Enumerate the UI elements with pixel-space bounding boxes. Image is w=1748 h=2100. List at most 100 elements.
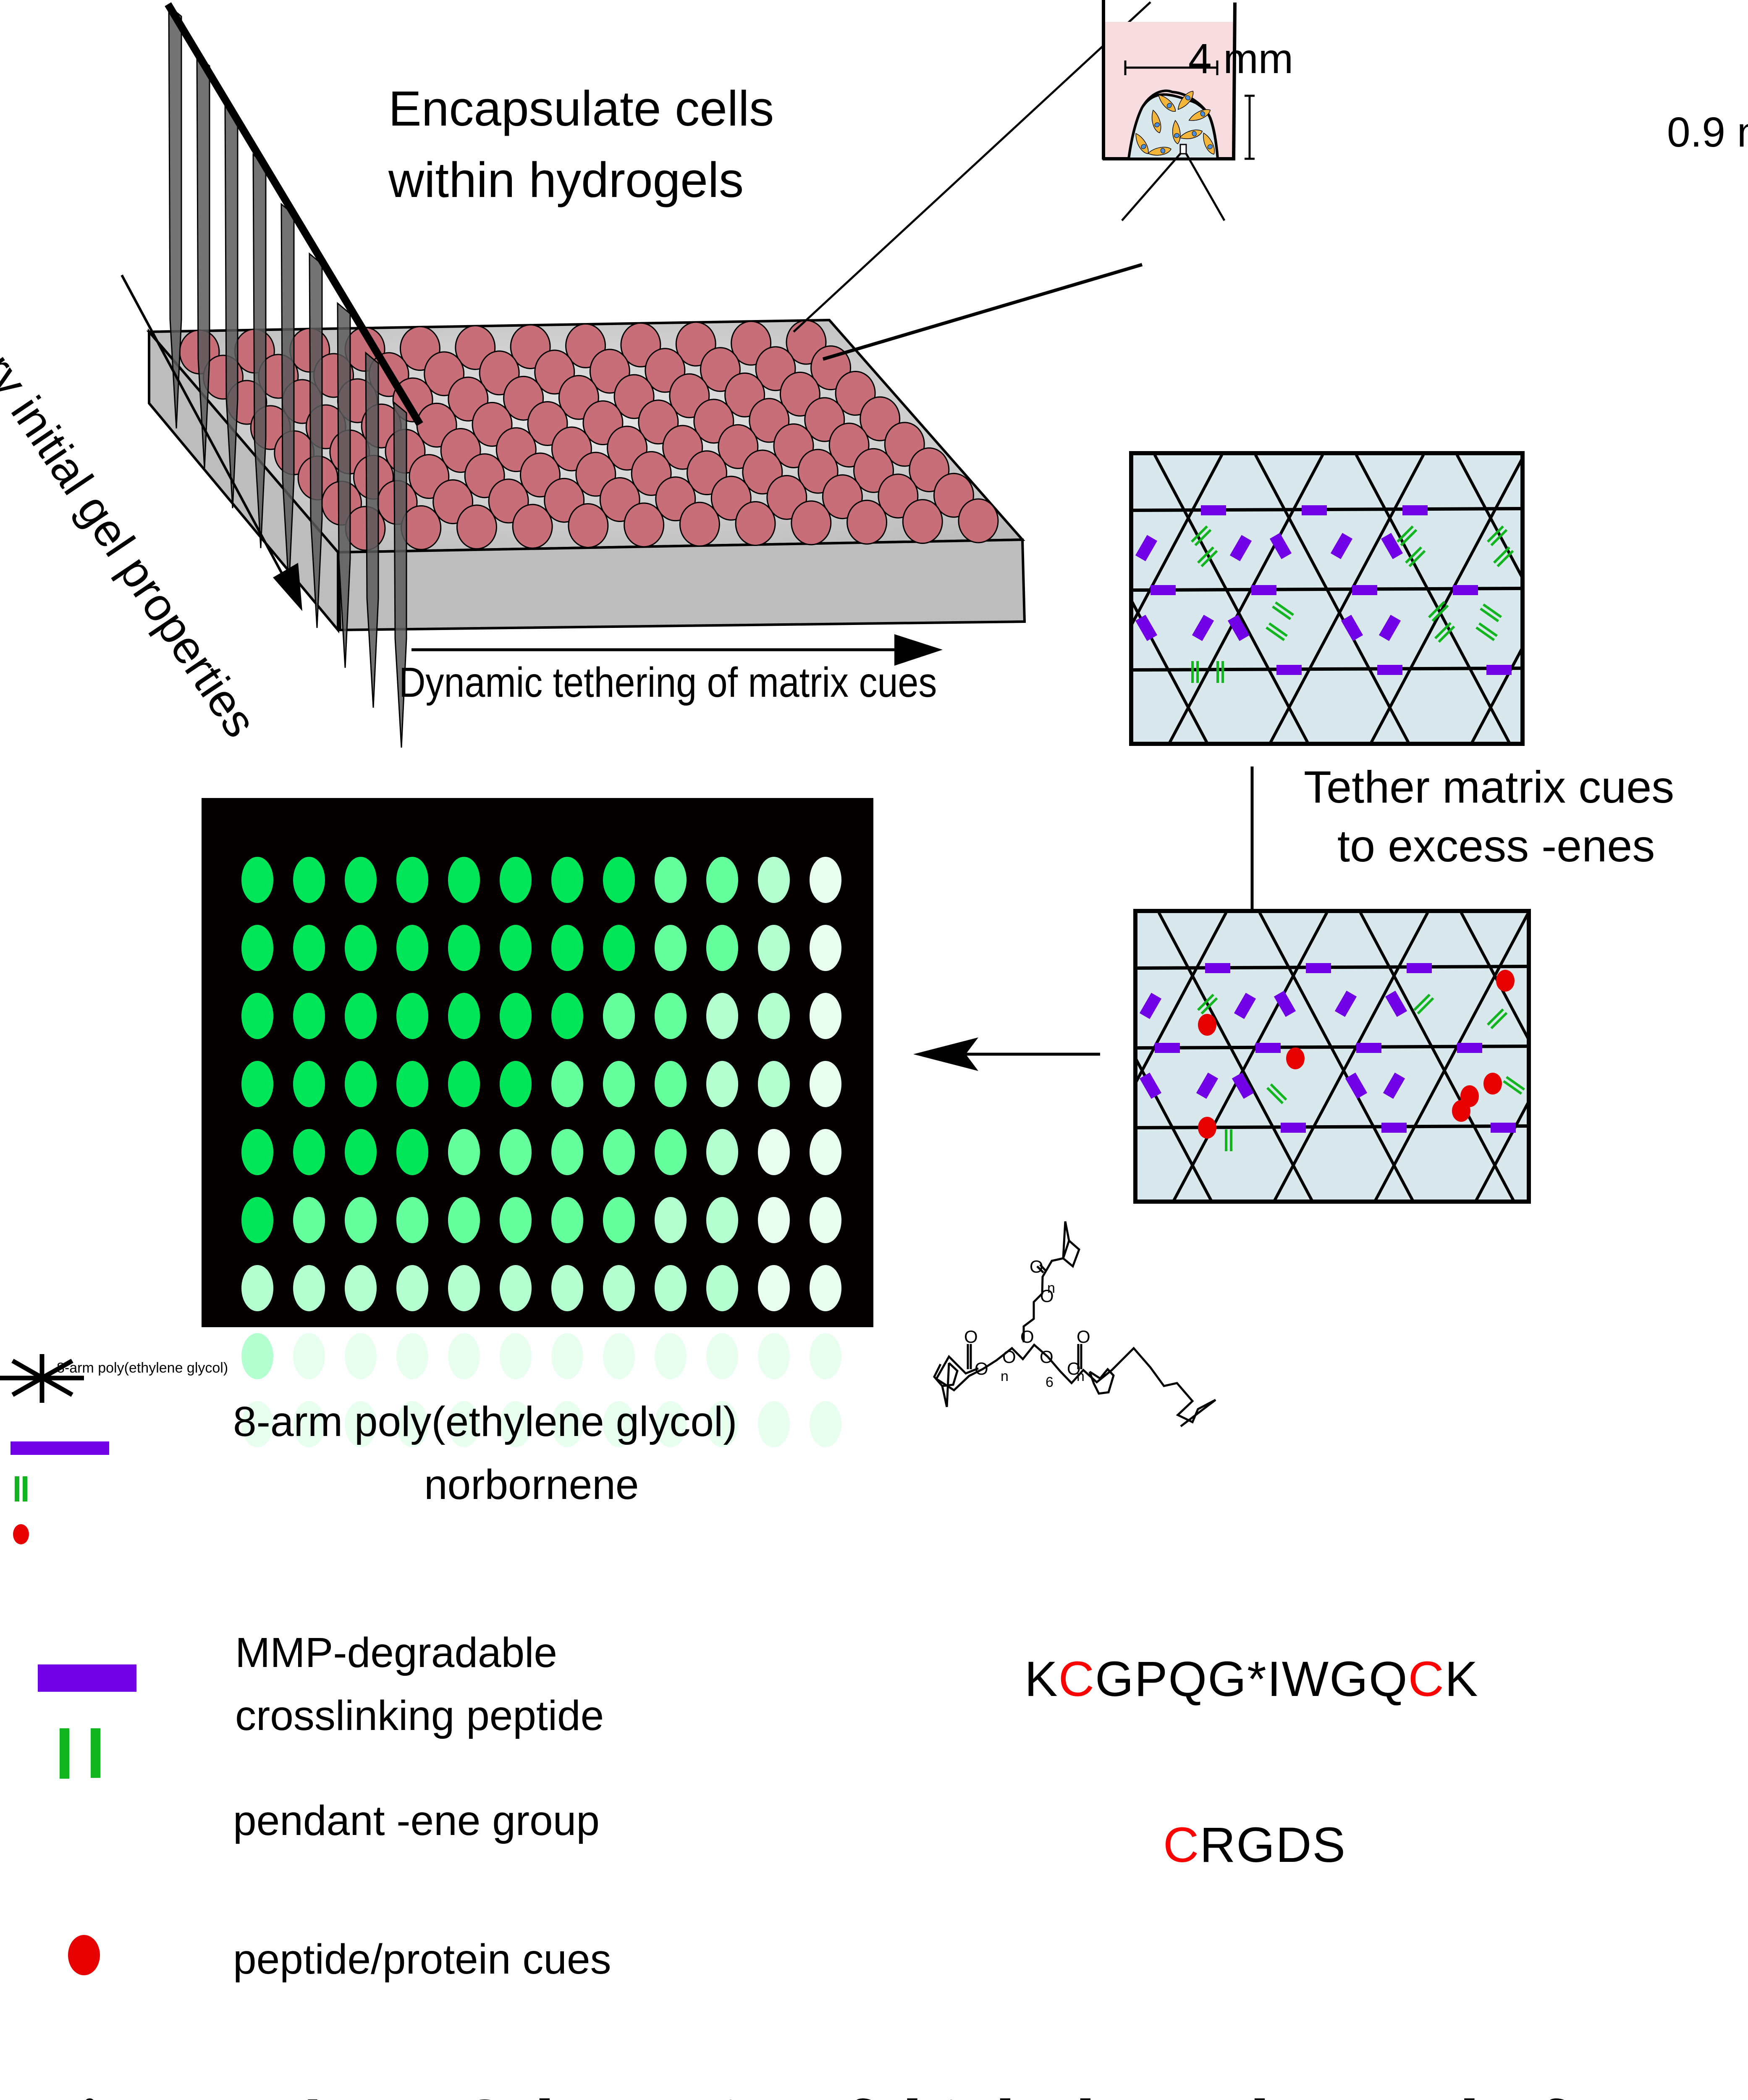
readout-well [500,1061,532,1107]
well-plate-panel: Encapsulate cells within hydrogels Dynam… [0,0,1151,756]
residue-text: K [1025,1651,1059,1707]
plate-well [846,499,888,545]
legend-cue-label: peptide/protein cues [233,1936,611,1983]
readout-well [396,1265,428,1311]
green-double-bar-icon [23,1476,27,1502]
well-cross-section-illustration [1102,0,1255,221]
green-double-bar-icon [60,1728,69,1779]
readout-well [706,1401,738,1447]
readout-well [345,1265,377,1311]
fluorescence-readout-plate [202,798,873,1447]
readout-well [655,1129,687,1175]
readout-well [293,1265,325,1311]
readout-well [551,1265,583,1311]
plate-well [902,499,943,544]
readout-well [810,993,841,1039]
readout-well [706,1333,738,1379]
readout-well [500,1333,532,1379]
repeat-subscript: n [1001,1368,1009,1384]
readout-well [448,857,480,903]
readout-well [293,993,325,1039]
caption-text: Schematic of high-throughput platform, i… [38,2089,1696,2100]
readout-well [500,1197,532,1243]
readout-well [345,925,377,971]
red-dot-icon [13,1524,29,1544]
readout-well [293,1129,325,1175]
chemical-structure-drawing [933,1221,1216,1427]
cysteine-residue: C [1163,1817,1200,1873]
readout-well [345,1401,377,1447]
readout-well [810,1333,841,1379]
readout-well [603,1061,635,1107]
readout-well [500,1129,532,1175]
oxygen-label: O [964,1327,978,1347]
oxygen-label: O [1020,1327,1034,1347]
readout-well [293,925,325,971]
repeat-subscript: n [1047,1280,1055,1296]
tether-label-line2: to excess -enes [1337,820,1655,871]
plate-well [568,503,609,548]
readout-well [551,1333,583,1379]
readout-well [448,1197,480,1243]
readout-well [758,857,790,903]
oxygen-label: O [1067,1359,1081,1378]
readout-well [241,857,273,903]
readout-well [655,1333,687,1379]
readout-well [241,1129,273,1175]
readout-well [345,857,377,903]
readout-well [293,857,325,903]
plate-well [456,504,497,550]
readout-well [241,1197,273,1243]
width-dimension-label: 4 mm [1188,35,1293,82]
readout-well [241,925,273,971]
readout-well [706,857,738,903]
residue-text: K [1444,1651,1479,1707]
readout-well [655,1061,687,1107]
legend-star-label-line1: 8-arm poly(ethylene glycol) [233,1398,737,1445]
plate-well [958,498,999,543]
dynamic-tethering-label: Dynamic tethering of matrix cues [399,659,937,706]
readout-well [396,1197,428,1243]
readout-well [551,1401,583,1447]
readout-well [706,993,738,1039]
readout-well [551,1197,583,1243]
hydrogel-network-before [1129,451,1525,746]
figure-label: Figure 1. [38,2088,351,2100]
readout-well [706,1265,738,1311]
oxygen-label: O [1040,1347,1054,1367]
oxygen-label: O [1002,1347,1016,1367]
readout-well [241,1333,273,1379]
hydrogel-network-after [1133,909,1531,1204]
readout-well [603,1129,635,1175]
oxygen-label: O [1030,1257,1043,1276]
readout-well [706,1197,738,1243]
readout-well [551,1061,583,1107]
cue-sequence: CRGDS [1163,1816,1346,1874]
readout-well [448,1333,480,1379]
readout-well [293,1197,325,1243]
readout-well [655,1265,687,1311]
readout-well [500,857,532,903]
encapsulate-label-line2: within hydrogels [388,152,744,208]
legend-star-label-line1: 8-arm poly(ethylene glycol) [57,1360,228,1376]
readout-well [241,1401,273,1447]
legend-ene-label: pendant -ene group [233,1797,600,1844]
readout-well [293,1401,325,1447]
readout-well [603,925,635,971]
cysteine-residue: C [1058,1651,1095,1707]
residue-text: GPQG*IWGQ [1095,1651,1408,1707]
readout-well [655,857,687,903]
readout-well [396,1333,428,1379]
readout-well [758,1129,790,1175]
readout-well [551,1129,583,1175]
readout-well [293,1333,325,1379]
readout-well [396,1129,428,1175]
eight-arm-star-icon [0,1354,84,1403]
oxygen-label: O [975,1359,988,1378]
plate-well [624,502,665,548]
crosslinker-sequence: KCGPQG*IWGQCK [1025,1651,1479,1708]
repeat-subscript: 6 [1046,1374,1054,1390]
readout-well [655,993,687,1039]
cysteine-residue: C [1408,1651,1445,1707]
